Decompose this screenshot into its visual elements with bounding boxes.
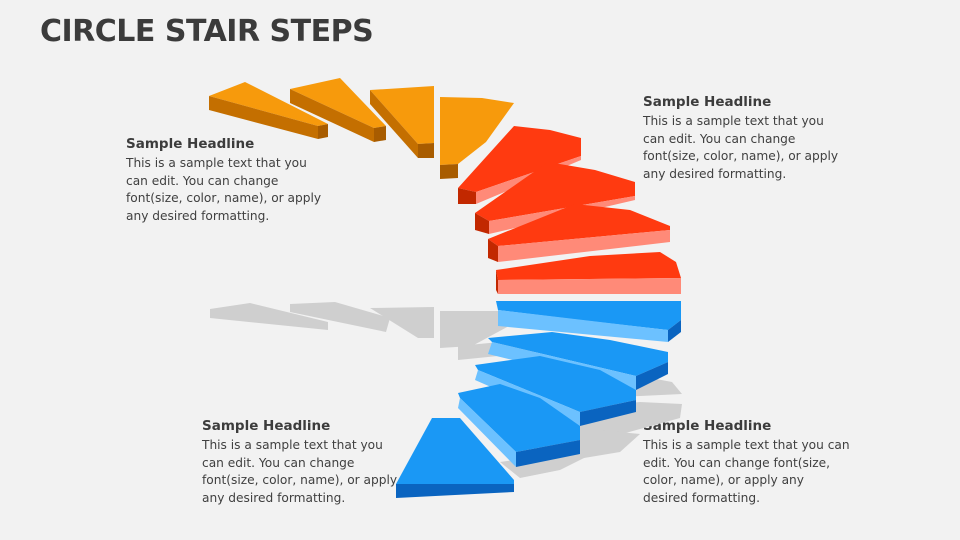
orange-steps — [209, 78, 514, 179]
red-steps — [458, 126, 681, 294]
